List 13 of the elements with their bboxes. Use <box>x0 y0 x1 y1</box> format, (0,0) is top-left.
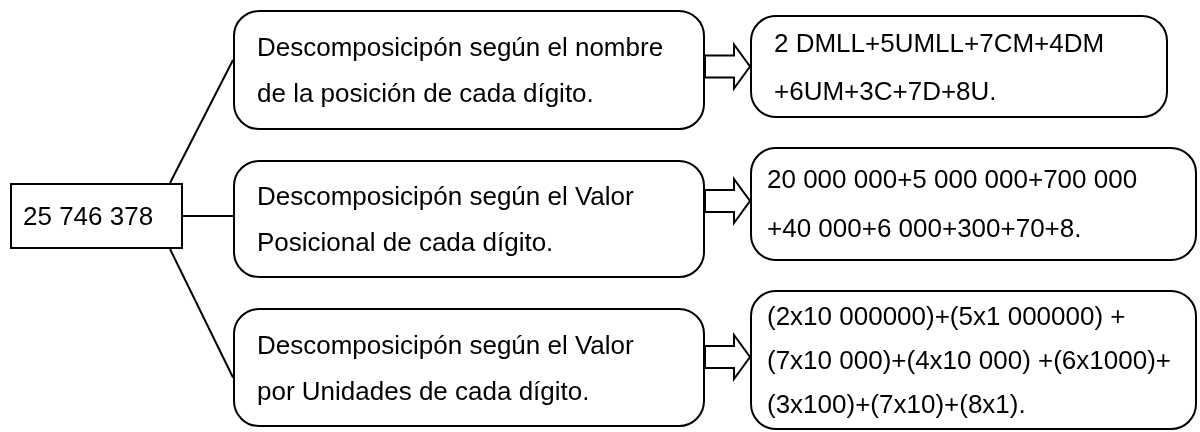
block-arrow <box>704 331 752 383</box>
rounded-box: Descomposicipón según el nombre de la posición de cada dígito. <box>233 10 705 130</box>
rounded-box: Descomposicipón según el Valor por Unidades de cada dígito. <box>233 308 705 427</box>
block-arrow <box>704 41 752 92</box>
connector-line <box>182 215 234 217</box>
rounded-box: Descomposicipón según el Valor Posicional de cada dígito. <box>233 160 705 278</box>
block-arrow <box>704 175 752 227</box>
number-box: 25 746 378 <box>10 183 183 249</box>
rounded-box: 2 DMLL+5UMLL+7CM+4DM +6UM+3C+7D+8U. <box>750 15 1168 118</box>
rounded-box: (2x10 000000)+(5x1 000000) +(7x10 000)+(4x10 000) +(6x1000)+(3x100)+(7x10)+(8x1). <box>750 290 1197 430</box>
connector-line <box>169 248 234 379</box>
connector-line <box>169 59 234 184</box>
rounded-box: 20 000 000+5 000 000+700 000 +40 000+6 000+300+70+8. <box>750 147 1197 261</box>
